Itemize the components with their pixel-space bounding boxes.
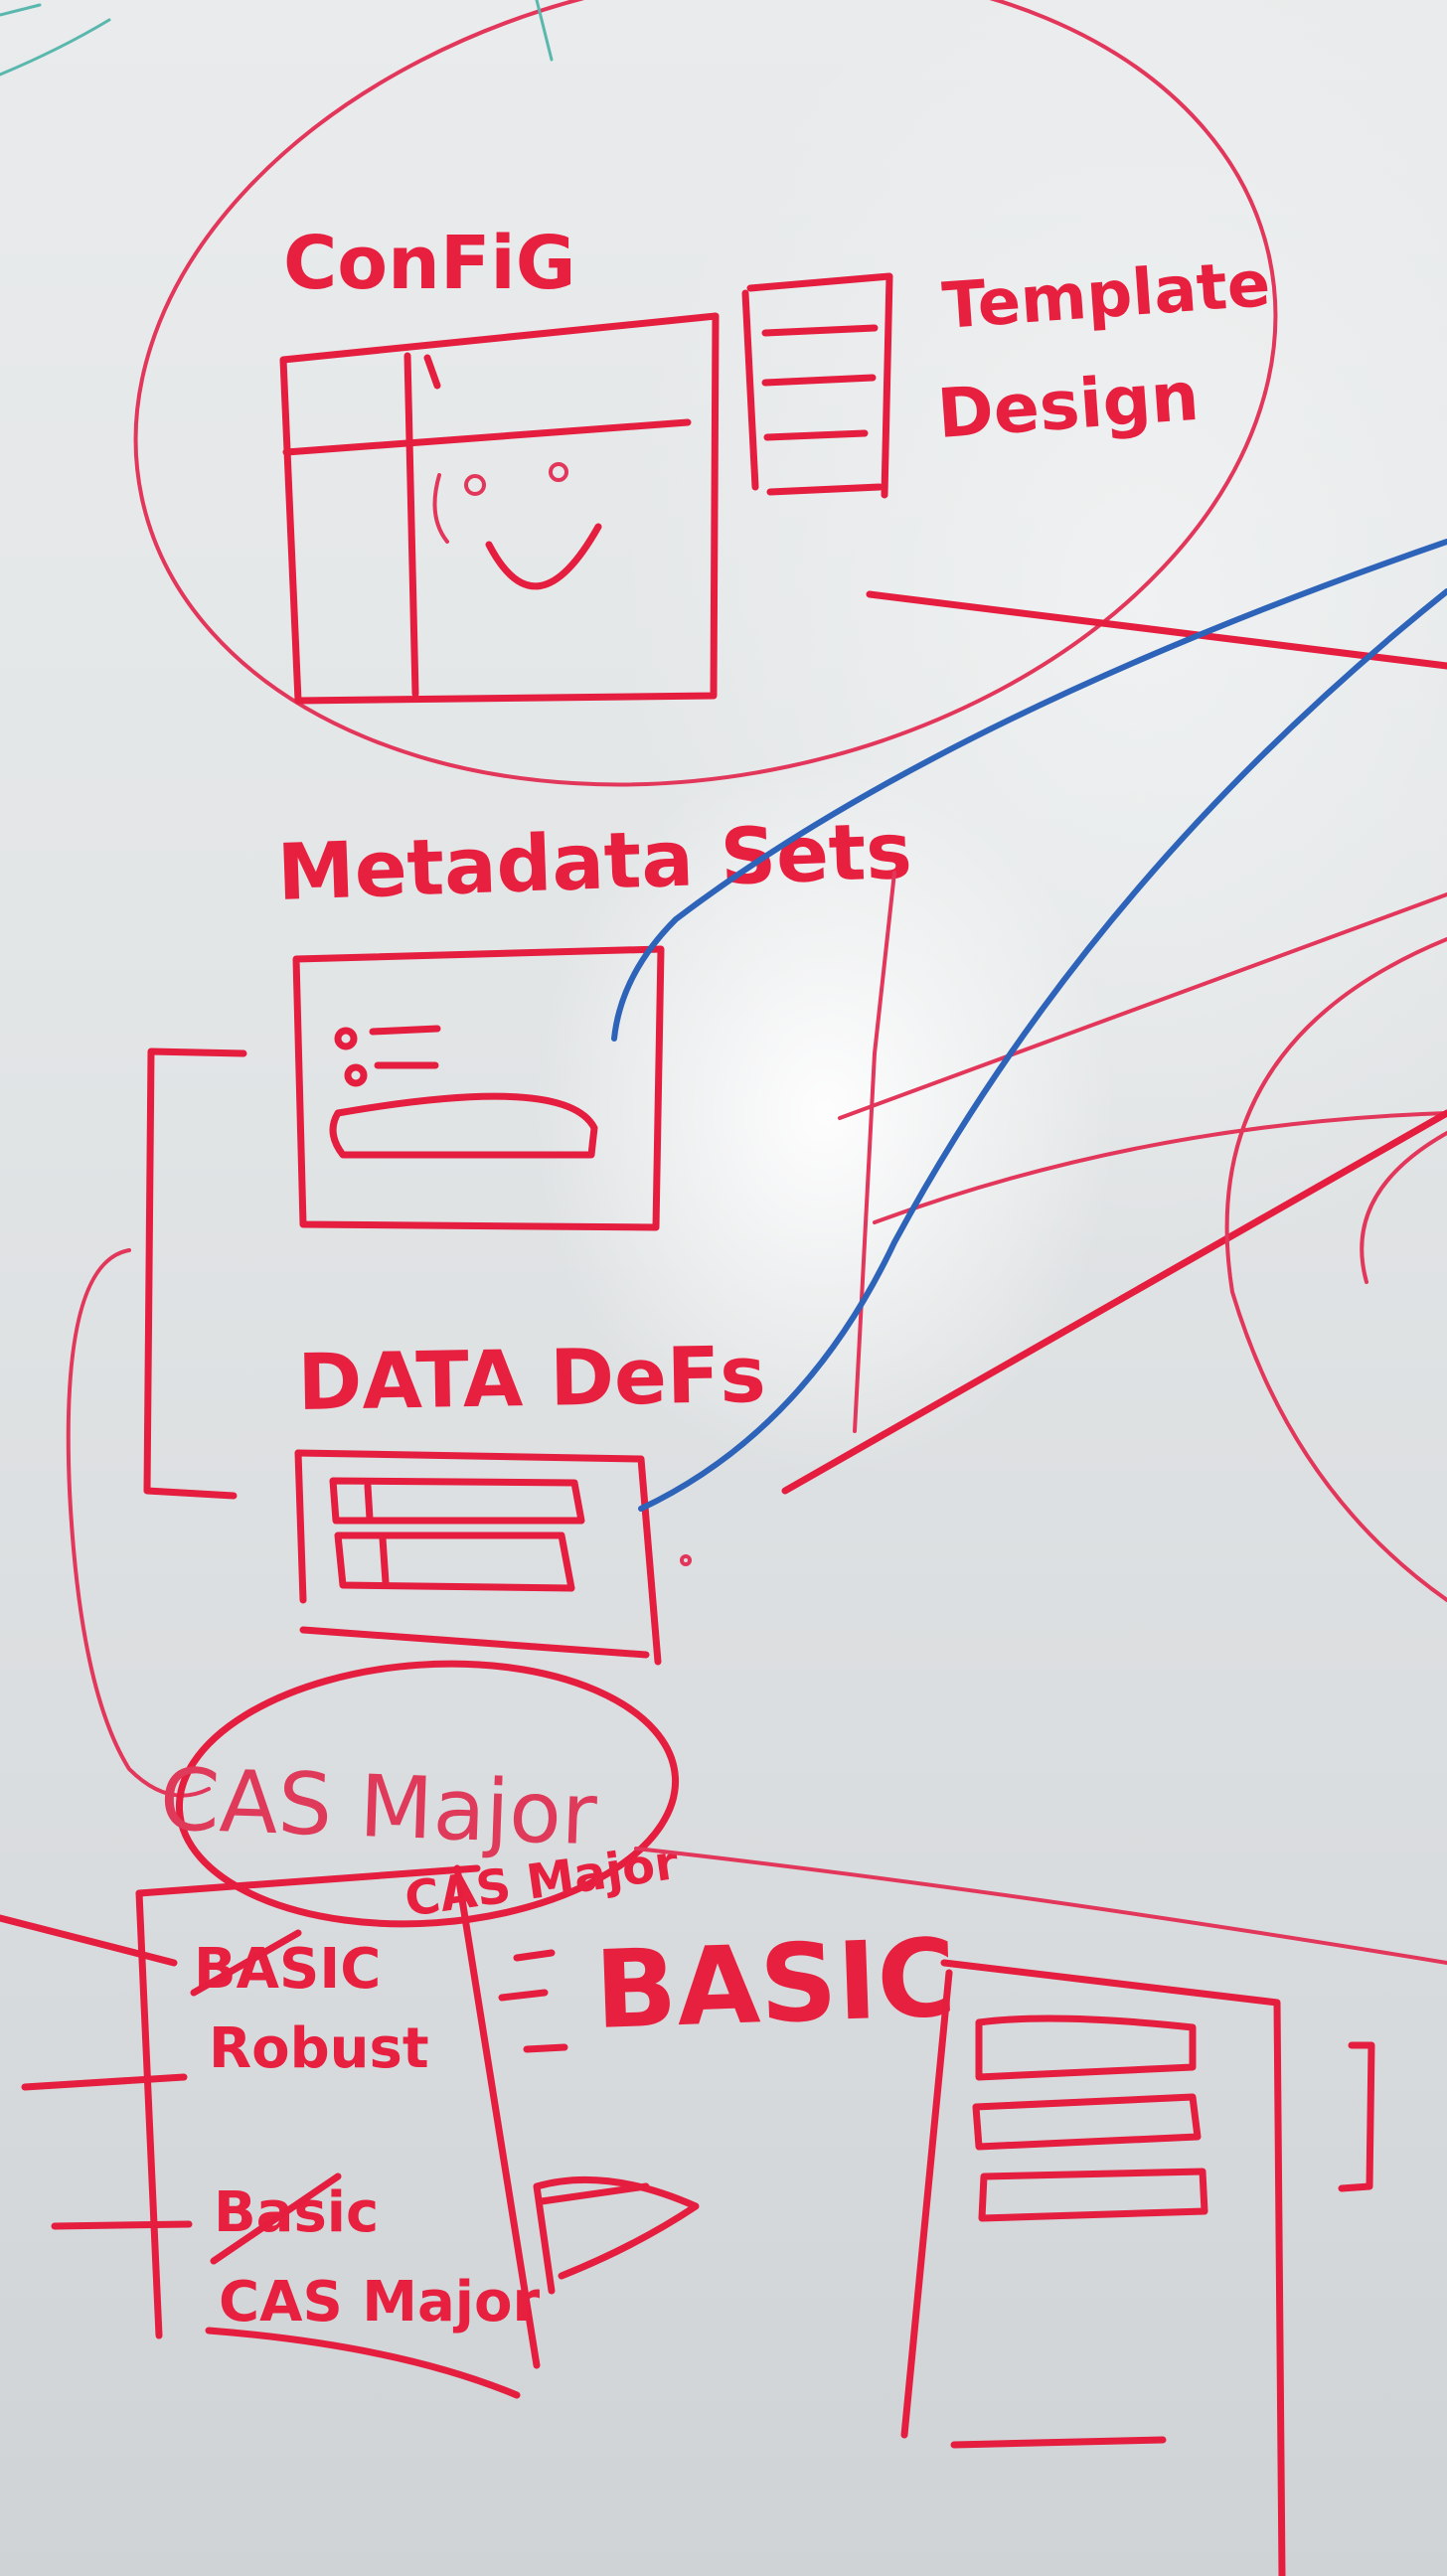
design-label: Design [935, 358, 1202, 454]
list-item-basic: BASIC [194, 1937, 381, 2002]
bracket-sketch [143, 1047, 247, 1500]
config-label: ConFiG [283, 221, 575, 306]
strike-line-2 [210, 2173, 342, 2265]
equals-sign-sketch [498, 1949, 568, 2053]
template-label: Template [940, 247, 1273, 344]
list-panel-sketch [0, 1864, 541, 2399]
connector-cas-line [634, 1847, 1447, 1965]
flag-sketch [533, 2175, 700, 2295]
list-item-cas-major: CAS Major [219, 2270, 540, 2334]
metadata-box-sketch [292, 945, 665, 1231]
list-item-basic-2: Basic [214, 2180, 379, 2245]
loop-line-sketch [66, 1248, 211, 1798]
basic-label: BASIC [593, 1916, 958, 2053]
connector-diagonal-1 [838, 892, 1447, 1120]
vertical-line-sketch [853, 871, 896, 1433]
template-panel-sketch [741, 272, 893, 499]
blue-curve-1 [611, 539, 1447, 1042]
smiley-face-sketch [432, 462, 602, 590]
connector-diagonal-3 [781, 1109, 1447, 1495]
cas-major-label: CAS Major [158, 1750, 598, 1864]
connector-line [866, 590, 1447, 670]
config-window-sketch [279, 312, 720, 705]
blue-curve-2 [638, 588, 1447, 1512]
strike-line-1 [190, 1929, 302, 1997]
right-list-panel-sketch [900, 1959, 1375, 2576]
cas-major-ellipse [175, 1660, 680, 1928]
metadata-sets-label: Metadata Sets [276, 807, 914, 918]
config-ellipse [133, 0, 1278, 787]
teal-scribble [0, 0, 554, 77]
list-item-robust: Robust [209, 2016, 429, 2081]
data-defs-label: DATA DeFs [297, 1331, 767, 1428]
connector-diagonal-2 [873, 1111, 1447, 1224]
data-defs-box-sketch [294, 1449, 692, 1666]
right-inner-arc-sketch [1360, 1131, 1447, 1284]
right-arc-sketch [1224, 937, 1447, 1602]
